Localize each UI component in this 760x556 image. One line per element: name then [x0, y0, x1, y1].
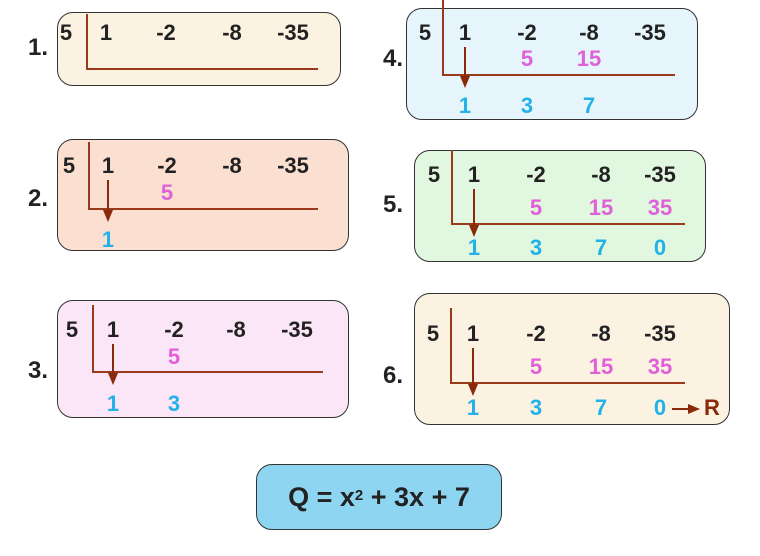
- divisor-3: 5: [65, 317, 79, 342]
- remainder-label: R: [704, 395, 720, 420]
- result-6-1: 1: [466, 395, 480, 420]
- divisor-4: 5: [418, 20, 432, 45]
- division-bar-horizontal-3: [92, 371, 323, 373]
- step-box-6: [414, 293, 730, 425]
- result-3-1: 1: [106, 391, 120, 416]
- drop-arrow-shaft-6: [472, 348, 474, 388]
- coefficient-4-3: -8: [579, 20, 599, 45]
- result-6-3: 7: [594, 395, 608, 420]
- coefficient-1-3: -8: [222, 20, 242, 45]
- divisor-5: 5: [427, 162, 441, 187]
- coefficient-5-2: -2: [526, 162, 546, 187]
- division-bar-horizontal-1: [86, 68, 318, 70]
- drop-arrow-icon-6: [468, 384, 478, 396]
- drop-arrow-icon-2: [103, 210, 113, 222]
- step-label-3: 3.: [28, 357, 49, 384]
- result-5-2: 3: [529, 235, 543, 260]
- product-4-2: 5: [520, 46, 534, 71]
- result-5-3: 7: [594, 235, 608, 260]
- drop-arrow-icon-3: [108, 373, 118, 385]
- drop-arrow-shaft-2: [107, 180, 109, 214]
- step-box-1: [57, 12, 341, 86]
- coefficient-1-4: -35: [277, 20, 309, 45]
- result-6-2: 3: [529, 395, 543, 420]
- coefficient-6-1: 1: [466, 321, 480, 346]
- coefficient-4-2: -2: [517, 20, 537, 45]
- coefficient-1-2: -2: [156, 20, 176, 45]
- coefficient-5-3: -8: [591, 162, 611, 187]
- product-6-3: 15: [588, 354, 614, 379]
- coefficient-6-3: -8: [591, 321, 611, 346]
- step-box-5: [414, 150, 706, 262]
- product-2-2: 5: [160, 180, 174, 205]
- product-6-4: 35: [647, 354, 673, 379]
- coefficient-6-2: -2: [526, 321, 546, 346]
- coefficient-4-1: 1: [458, 20, 472, 45]
- step-label-2: 2.: [28, 185, 49, 212]
- quotient-suffix: + 3x + 7: [363, 481, 470, 512]
- product-5-2: 5: [529, 195, 543, 220]
- remainder-arrow-icon: [688, 404, 700, 414]
- drop-arrow-shaft-4: [464, 47, 466, 80]
- coefficient-2-2: -2: [157, 153, 177, 178]
- division-bar-vertical-2: [88, 142, 90, 208]
- coefficient-3-1: 1: [106, 317, 120, 342]
- step-label-1: 1.: [28, 34, 49, 61]
- step-label-4: 4.: [383, 45, 404, 72]
- coefficient-4-4: -35: [634, 20, 666, 45]
- result-4-3: 7: [582, 93, 596, 118]
- coefficient-6-4: -35: [644, 321, 676, 346]
- division-bar-vertical-5: [451, 150, 453, 223]
- coefficient-3-4: -35: [281, 317, 313, 342]
- division-bar-vertical-6: [450, 308, 452, 382]
- division-bar-horizontal-4: [442, 74, 675, 76]
- coefficient-3-3: -8: [226, 317, 246, 342]
- product-5-3: 15: [588, 195, 614, 220]
- quotient-prefix: Q = x: [288, 481, 355, 512]
- result-3-2: 3: [167, 391, 181, 416]
- coefficient-2-1: 1: [101, 153, 115, 178]
- division-bar-horizontal-5: [451, 223, 685, 225]
- step-box-3: [57, 300, 349, 418]
- product-6-2: 5: [529, 354, 543, 379]
- divisor-6: 5: [426, 321, 440, 346]
- drop-arrow-icon-5: [469, 225, 479, 237]
- remainder-arrow-shaft: [672, 408, 690, 410]
- step-box-4: [406, 8, 698, 120]
- coefficient-3-2: -2: [164, 317, 184, 342]
- product-3-2: 5: [167, 344, 181, 369]
- division-bar-vertical-1: [86, 14, 88, 68]
- result-6-4: 0: [653, 395, 667, 420]
- result-5-1: 1: [467, 235, 481, 260]
- coefficient-2-3: -8: [222, 153, 242, 178]
- step-label-6: 6.: [383, 362, 404, 389]
- step-box-2: [57, 139, 349, 251]
- division-bar-horizontal-6: [450, 382, 685, 384]
- quotient-exponent: 2: [354, 486, 364, 504]
- divisor-1: 5: [59, 20, 73, 45]
- product-5-4: 35: [647, 195, 673, 220]
- division-bar-horizontal-2: [88, 208, 318, 210]
- coefficient-2-4: -35: [277, 153, 309, 178]
- drop-arrow-shaft-5: [473, 189, 475, 229]
- coefficient-5-1: 1: [467, 162, 481, 187]
- coefficient-1-1: 1: [99, 20, 113, 45]
- product-4-3: 15: [576, 46, 602, 71]
- result-5-4: 0: [653, 235, 667, 260]
- divisor-2: 5: [62, 153, 76, 178]
- step-label-5: 5.: [383, 191, 404, 218]
- division-bar-vertical-4: [442, 0, 444, 74]
- result-2-1: 1: [101, 227, 115, 252]
- drop-arrow-icon-4: [460, 76, 470, 88]
- coefficient-5-4: -35: [644, 162, 676, 187]
- result-4-2: 3: [520, 93, 534, 118]
- drop-arrow-shaft-3: [112, 344, 114, 377]
- result-4-1: 1: [458, 93, 472, 118]
- division-bar-vertical-3: [92, 305, 94, 371]
